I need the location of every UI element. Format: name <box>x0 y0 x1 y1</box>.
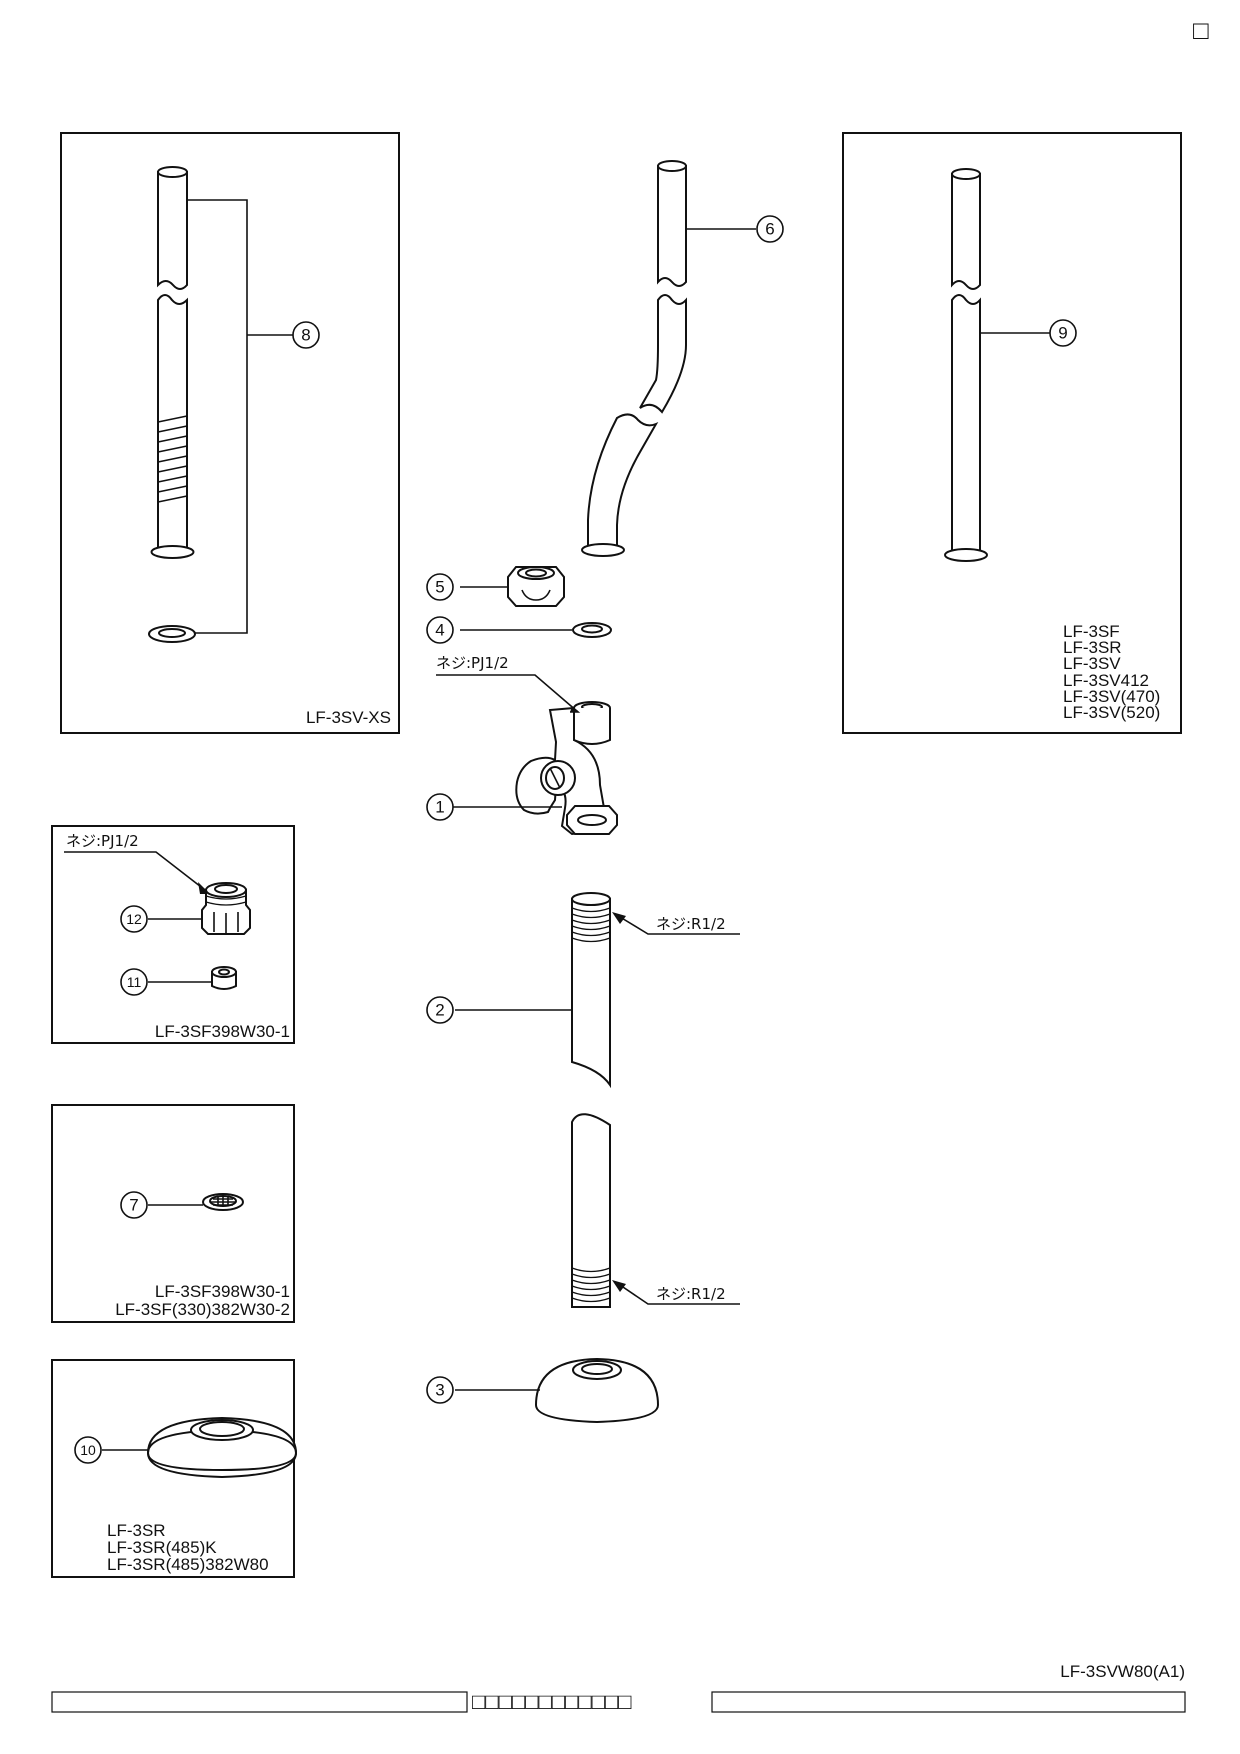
washer-4 <box>460 622 612 638</box>
model-adapter: LF-3SF398W30-1 <box>155 1022 290 1041</box>
offset-pipe-6 <box>581 160 756 557</box>
model-item: LF-3SF <box>1063 622 1120 641</box>
callout-11: 11 <box>120 968 148 996</box>
svg-text:5: 5 <box>435 578 444 597</box>
svg-text:9: 9 <box>1058 324 1067 343</box>
panel-flange <box>51 1359 298 1578</box>
top-right-box: □ <box>1193 15 1209 45</box>
model-item: LF-3SV412 <box>1063 671 1149 690</box>
model-item: LF-3SR <box>1063 638 1122 657</box>
callout-9: 9 <box>1049 319 1077 347</box>
svg-text:10: 10 <box>80 1442 96 1458</box>
model-item: LF-3SR <box>107 1521 166 1540</box>
model-list-strainer: LF-3SF398W30-1 LF-3SF(330)382W30-2 <box>115 1282 290 1319</box>
thread-label-pj-upper: ネジ:PJ1/2 <box>436 654 509 672</box>
thread-label-pj-left: ネジ:PJ1/2 <box>66 832 139 850</box>
footer-text-row: □□□□□□□□□□□□ <box>51 1689 1186 1714</box>
svg-text:3: 3 <box>435 1381 444 1400</box>
panel-lf-3sv-xs <box>60 132 400 734</box>
svg-text:8: 8 <box>301 326 310 345</box>
model-item: LF-3SR(485)382W80 <box>107 1555 269 1574</box>
callout-7: 7 <box>120 1191 148 1219</box>
callout-1: 1 <box>426 793 454 821</box>
document-code: LF-3SVW80(A1) <box>1060 1662 1185 1681</box>
model-item: LF-3SF(330)382W30-2 <box>115 1300 290 1319</box>
panel-strainer <box>51 1104 295 1323</box>
model-item: LF-3SV(520) <box>1063 703 1160 722</box>
svg-text:12: 12 <box>126 911 142 927</box>
panel-lf-3sf-group <box>842 132 1182 734</box>
thread-label-r-top: ネジ:R1/2 <box>656 915 726 933</box>
panel-adapter <box>51 825 295 1044</box>
model-xs: LF-3SV-XS <box>306 708 391 727</box>
model-item: LF-3SR(485)K <box>107 1538 217 1557</box>
callout-6: 6 <box>756 215 784 243</box>
svg-text:11: 11 <box>127 974 142 990</box>
svg-text:7: 7 <box>129 1196 138 1215</box>
model-item: LF-3SF398W30-1 <box>155 1282 290 1301</box>
callout-2: 2 <box>426 996 454 1024</box>
callout-4: 4 <box>426 616 454 644</box>
model-list-right: LF-3SF LF-3SR LF-3SV LF-3SV412 LF-3SV(47… <box>1063 622 1160 722</box>
footer-boxes: □□□□□□□□□□□□ <box>472 1689 631 1714</box>
stop-valve-1 <box>436 674 618 836</box>
model-list-flange: LF-3SR LF-3SR(485)K LF-3SR(485)382W80 <box>107 1521 269 1574</box>
escutcheon-3 <box>455 1357 660 1424</box>
sealing-tape-wraps <box>157 415 188 503</box>
model-item: LF-3SV <box>1063 654 1121 673</box>
svg-text:1: 1 <box>435 798 444 817</box>
pipe-nipple-2 <box>455 892 740 1308</box>
model-item: LF-3SV(470) <box>1063 687 1160 706</box>
washer-8 <box>148 625 196 643</box>
callout-10: 10 <box>74 1436 102 1464</box>
callout-12: 12 <box>120 905 148 933</box>
callout-3: 3 <box>426 1376 454 1404</box>
callout-5: 5 <box>426 573 454 601</box>
nut-5 <box>460 566 565 607</box>
svg-text:4: 4 <box>435 621 444 640</box>
svg-text:6: 6 <box>765 220 774 239</box>
svg-text:2: 2 <box>435 1001 444 1020</box>
thread-label-r-bottom: ネジ:R1/2 <box>656 1285 726 1303</box>
callout-8: 8 <box>292 321 320 349</box>
